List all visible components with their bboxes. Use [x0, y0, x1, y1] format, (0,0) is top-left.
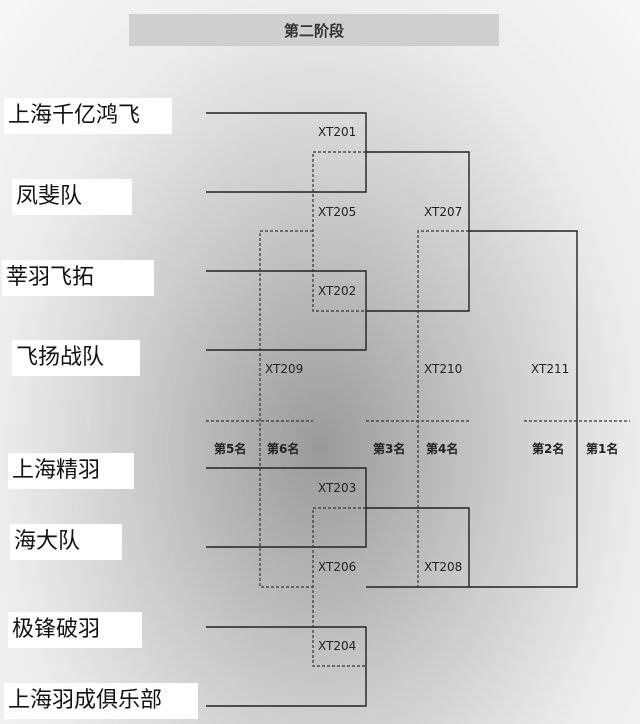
stage-title-bar: 第二阶段	[129, 14, 499, 46]
match-code-xt210: XT210	[424, 362, 462, 376]
rank-label-third: 第3名	[373, 441, 405, 456]
bracket-line-xt210	[417, 230, 469, 588]
team-label-1: 上海千亿鸿飞	[4, 98, 172, 134]
bracket-line-xt209	[259, 230, 313, 588]
match-code-xt207: XT207	[424, 205, 462, 219]
team-label-6: 海大队	[10, 524, 122, 560]
rank-label-sixth: 第6名	[267, 441, 299, 456]
match-code-xt206: XT206	[318, 560, 356, 574]
team-label-2: 凤斐队	[12, 179, 132, 215]
team-label-7: 极锋破羽	[8, 612, 142, 648]
team-label-8: 上海羽成俱乐部	[4, 683, 198, 719]
rank-label-fifth: 第5名	[214, 441, 246, 456]
bracket-line-xt203	[206, 467, 367, 548]
rank-label-second: 第2名	[532, 441, 564, 456]
match-code-xt208: XT208	[424, 560, 462, 574]
stage-title: 第二阶段	[283, 21, 344, 40]
team-label-5: 上海精羽	[8, 453, 134, 489]
match-code-xt201: XT201	[318, 125, 356, 139]
match-code-xt209: XT209	[265, 362, 303, 376]
rank-label-fourth: 第4名	[426, 441, 458, 456]
rank-label-first: 第1名	[586, 441, 618, 456]
match-code-xt204: XT204	[318, 639, 356, 653]
match-code-xt202: XT202	[318, 284, 356, 298]
team-label-3: 莘羽飞拓	[2, 260, 154, 296]
match-code-xt205: XT205	[318, 205, 356, 219]
match-code-xt211: XT211	[531, 362, 569, 376]
team-label-4: 飞扬战队	[12, 340, 140, 376]
bracket-line-xt211	[469, 230, 578, 588]
match-code-xt203: XT203	[318, 481, 356, 495]
bracket-line-xt204	[206, 626, 367, 707]
